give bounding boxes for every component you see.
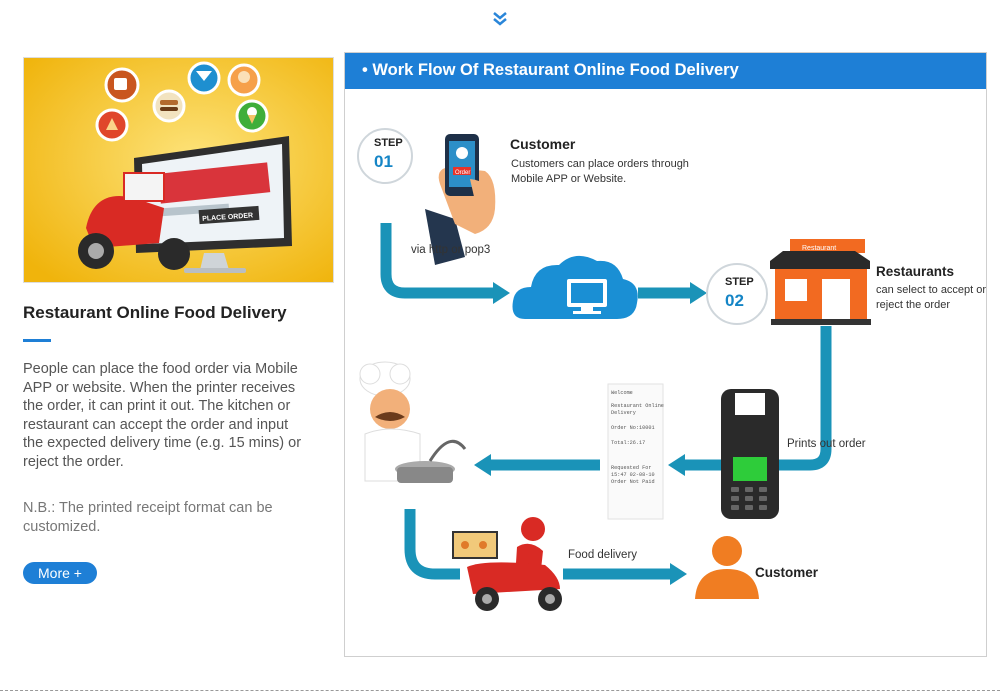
step2-circle: [706, 263, 768, 325]
receipt-line: Delivery: [611, 410, 636, 416]
computer-icon: [567, 279, 607, 314]
step1-word: STEP: [374, 137, 403, 149]
chevron-down-icon[interactable]: [491, 10, 509, 28]
receipt-line: 15:47 02-08-10: [611, 472, 655, 478]
customer-top-title: Customer: [510, 136, 576, 152]
workflow-diagram: Order Restaurant: [357, 128, 871, 611]
receipt-line: Order Not Paid: [611, 479, 655, 485]
scooter-icon: [78, 172, 190, 270]
via-label: via http or pop3: [411, 244, 491, 256]
title-underline: [23, 339, 51, 342]
left-description: People can place the food order via Mobi…: [23, 361, 302, 470]
step2-word: STEP: [725, 276, 754, 288]
step1-number: 01: [374, 152, 393, 171]
burger-icon: [152, 89, 186, 123]
workflow-header: • Work Flow Of Restaurant Online Food De…: [345, 53, 986, 89]
food-delivery-label: Food delivery: [568, 549, 638, 561]
prints-out-label: Prints out order: [787, 438, 866, 450]
arrow-left-icon: [474, 454, 491, 476]
cocktail-icon: [187, 61, 221, 95]
cupcake-icon: [227, 63, 261, 97]
left-title: Restaurant Online Food Delivery: [23, 303, 287, 322]
pizza-icon: [95, 108, 129, 142]
ice-cream-icon: [235, 99, 269, 133]
receipt-line: Requested For: [611, 465, 651, 471]
place-order-label: PLACE ORDER: [202, 212, 253, 223]
chef-icon: [359, 361, 467, 483]
workflow-title: • Work Flow Of Restaurant Online Food De…: [362, 61, 739, 79]
more-button[interactable]: More +: [23, 562, 97, 584]
receipt-line: Total:26.17: [611, 440, 645, 446]
delivery-scooter-icon: [452, 517, 562, 611]
cloud-icon: [512, 255, 638, 319]
arrow-right-icon: [690, 282, 707, 304]
receipt-line: Order No:10001: [611, 425, 655, 431]
receipt-icon: Welcome Restaurant Online Delivery Order…: [607, 383, 664, 520]
monitor-icon: PLACE ORDER: [134, 136, 292, 273]
arrow-right-icon: [670, 563, 687, 585]
left-note: N.B.: The printed receipt format can be …: [23, 500, 273, 535]
hero-image: PLACE ORDER: [23, 57, 334, 283]
printer-icon: [721, 389, 779, 519]
customer-bottom-label: Customer: [755, 565, 819, 580]
user-icon: [695, 536, 759, 599]
step1-circle: [357, 128, 413, 184]
restaurants-description: can select to accept or reject the order: [876, 284, 987, 311]
arrow-heads: [474, 282, 707, 585]
workflow-panel: • Work Flow Of Restaurant Online Food De…: [344, 52, 987, 657]
arrow-left-icon: [668, 454, 685, 476]
restaurant-icon: Restaurant: [770, 239, 871, 325]
divider: [0, 690, 1000, 691]
restaurant-sign: Restaurant: [802, 245, 836, 252]
arrow-right-icon: [493, 282, 510, 304]
coffee-icon: [104, 67, 140, 103]
receipt-line: Welcome: [611, 390, 633, 396]
phone-order-label: Order: [455, 170, 470, 176]
step2-number: 02: [725, 291, 744, 310]
restaurants-title: Restaurants: [876, 264, 955, 279]
receipt-line: Restaurant Online: [611, 403, 664, 409]
customer-top-description: Customers can place orders through Mobil…: [511, 158, 689, 185]
flow-lines: [380, 223, 832, 580]
phone-hand-icon: Order: [425, 134, 496, 265]
